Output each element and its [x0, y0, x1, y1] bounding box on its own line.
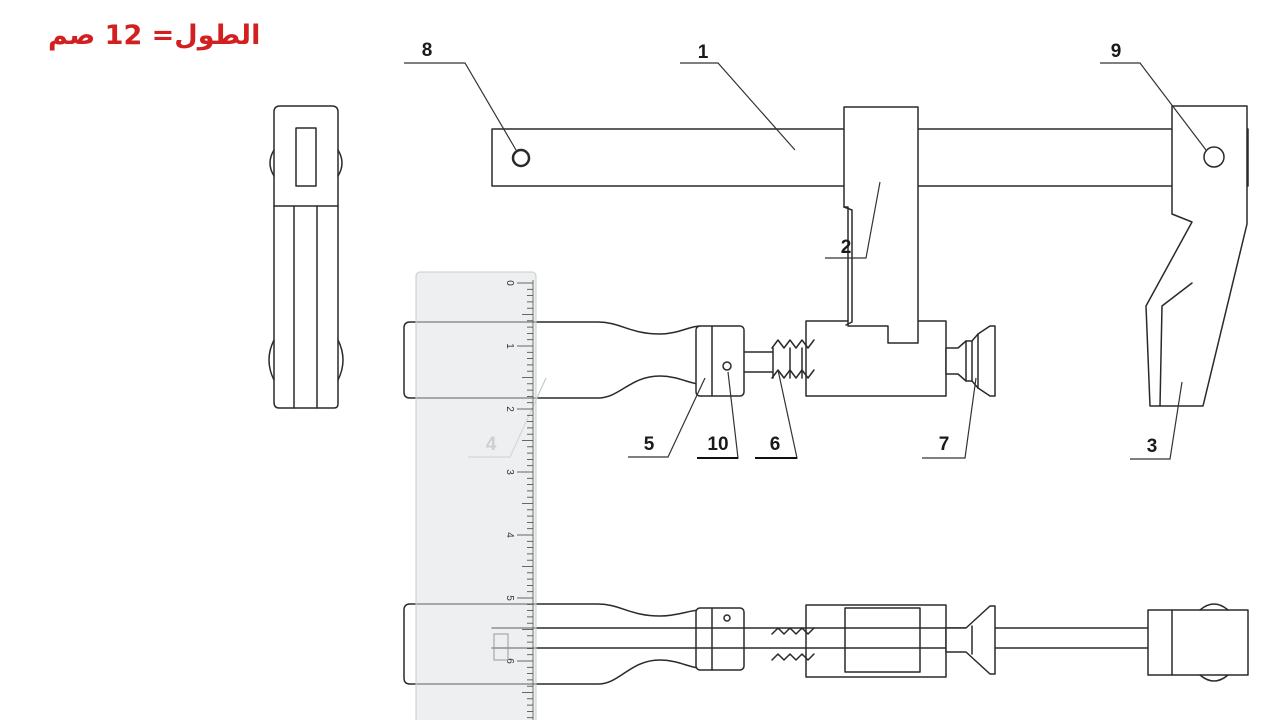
swivel-pad [945, 325, 996, 397]
label-1: 1 [698, 42, 709, 63]
fixed-jaw [1145, 105, 1248, 407]
side-view [268, 105, 344, 409]
ruler-number: 6 [504, 658, 515, 664]
sliding-jaw [843, 106, 919, 344]
ruler-number: 3 [504, 469, 515, 475]
label-7: 7 [939, 434, 950, 455]
screw-spring [743, 339, 815, 379]
label-2: 2 [841, 237, 852, 258]
hole-8 [511, 148, 531, 168]
label-6: 6 [770, 434, 781, 455]
ruler-number: 5 [504, 595, 515, 601]
ruler: 0 1 2 3 4 5 6 [415, 271, 537, 720]
label-3: 3 [1147, 436, 1158, 457]
ruler-number: 1 [504, 343, 515, 349]
label-9: 9 [1111, 41, 1122, 62]
label-5: 5 [644, 434, 655, 455]
ruler-number: 4 [504, 532, 515, 538]
length-annotation: الطول= 12 صم [48, 20, 261, 51]
label-10: 10 [707, 434, 728, 455]
ruler-number: 2 [504, 406, 515, 412]
label-8: 8 [422, 40, 433, 61]
hole-9 [1203, 146, 1225, 168]
screw-block [805, 320, 947, 397]
ruler-number: 0 [504, 280, 515, 286]
